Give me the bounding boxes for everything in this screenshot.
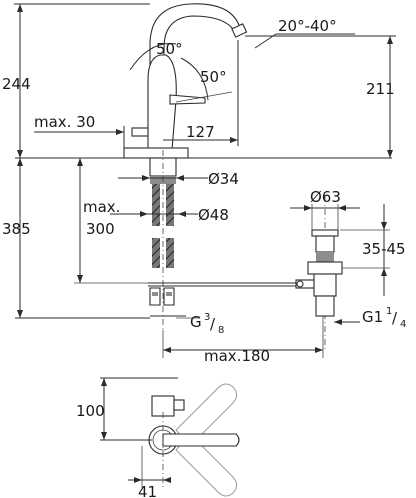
arrow-max300-top	[77, 158, 83, 166]
arrow-211-top	[387, 36, 393, 44]
plan-lever	[162, 433, 240, 447]
faucet-lever	[169, 94, 206, 105]
dim-max300-label-1: max.	[83, 198, 120, 216]
dim-g38-num: 3	[204, 312, 210, 323]
arrow-41-left	[134, 477, 142, 483]
dim-d48-label: Ø48	[198, 206, 229, 224]
dim-127-label: 127	[186, 123, 215, 141]
faucet-body	[147, 54, 177, 151]
dim-angle-side-label: 50°	[200, 68, 227, 86]
lever-extension	[175, 91, 233, 103]
hose-left-upper	[152, 184, 160, 226]
arrow-385-top	[17, 158, 23, 166]
waste-neck	[315, 235, 335, 253]
arrow-max300-bottom	[77, 275, 83, 283]
waste-flange	[311, 229, 339, 237]
dim-g38-den: 8	[218, 325, 224, 336]
plan-spout-tip	[173, 399, 185, 411]
dim-211-label: 211	[366, 80, 395, 98]
dim-max30-label: max. 30	[34, 113, 95, 131]
hose-right-lower	[166, 238, 174, 268]
arrow-35-45-top	[381, 222, 387, 230]
angle-arc-upper	[129, 43, 177, 71]
dim-max300-label-2: 300	[86, 220, 115, 238]
arrow-244-bottom	[17, 150, 23, 158]
arrow-100-bottom	[101, 432, 107, 440]
arrow-d34-left	[142, 175, 150, 181]
arrow-d48-left	[140, 211, 148, 217]
arrow-100-top	[101, 378, 107, 386]
arrow-max180-right	[315, 347, 323, 353]
arrow-max30	[116, 129, 124, 135]
waste-rod-housing	[295, 279, 315, 289]
dim-g114-den: 4	[400, 319, 406, 330]
arrow-211-bottom	[387, 150, 393, 158]
spout-aerator	[231, 23, 248, 38]
arrow-g114	[334, 319, 342, 325]
arrow-d63-right	[338, 205, 346, 211]
base-plate	[123, 147, 189, 159]
dim-g114-num: 1	[386, 306, 392, 317]
dim-g114-sep: /	[392, 309, 398, 327]
dim-angle-upper-label: 50°	[156, 40, 183, 58]
dim-max180-label: max.180	[204, 347, 270, 365]
waste-tail	[315, 295, 335, 317]
waste-thread	[316, 252, 334, 262]
hose-end-nut-right	[166, 292, 172, 296]
handle-cap	[131, 127, 149, 137]
dim-244-label: 244	[2, 75, 31, 93]
hose-end-left	[149, 287, 161, 306]
arrow-d48-right	[178, 211, 186, 217]
angle-arc-side	[180, 57, 209, 101]
waste-rod-ball	[296, 280, 304, 288]
dim-swivel-label: 20°-40°	[278, 17, 337, 35]
dim-d63-label: Ø63	[310, 188, 341, 206]
arrow-d34-right	[176, 175, 184, 181]
arrow-385-bottom	[17, 310, 23, 318]
dim-100-label: 100	[76, 402, 105, 420]
dim-g38-sep: /	[210, 315, 216, 333]
dim-385-label: 385	[2, 220, 31, 238]
faucet-side-view	[15, 3, 392, 330]
faucet-dimensions: 244 211 20°-40° 50° 50° 127 max. 30 Ø34	[2, 3, 396, 365]
dim-d34-label: Ø34	[208, 170, 239, 188]
hose-right-upper	[166, 184, 174, 226]
hose-end-right	[163, 287, 175, 306]
arrow-max180-left	[163, 347, 171, 353]
lever-ghost-upper	[175, 383, 238, 447]
arrow-d63-left	[304, 205, 312, 211]
hose-left-lower	[152, 238, 160, 268]
swivel-leader	[254, 33, 277, 49]
dim-35-45-label: 35-45	[362, 240, 406, 258]
waste-body	[313, 273, 337, 297]
arrow-244-top	[17, 4, 23, 12]
dim-g38-main: G	[190, 313, 202, 331]
waste-nut	[307, 261, 343, 275]
arrow-127	[230, 137, 238, 143]
dim-41-label: 41	[138, 483, 157, 498]
faucet-plan-view: 100 41	[76, 377, 240, 498]
arrow-35-45-bottom	[381, 268, 387, 276]
pop-up-waste: Ø63 35-45 G1 1 / 4	[290, 188, 406, 350]
arrow-41-right	[163, 477, 171, 483]
lever-ghost-lower	[175, 433, 238, 497]
dim-g114-main: G1	[362, 308, 383, 326]
hose-end-nut-left	[152, 292, 158, 296]
